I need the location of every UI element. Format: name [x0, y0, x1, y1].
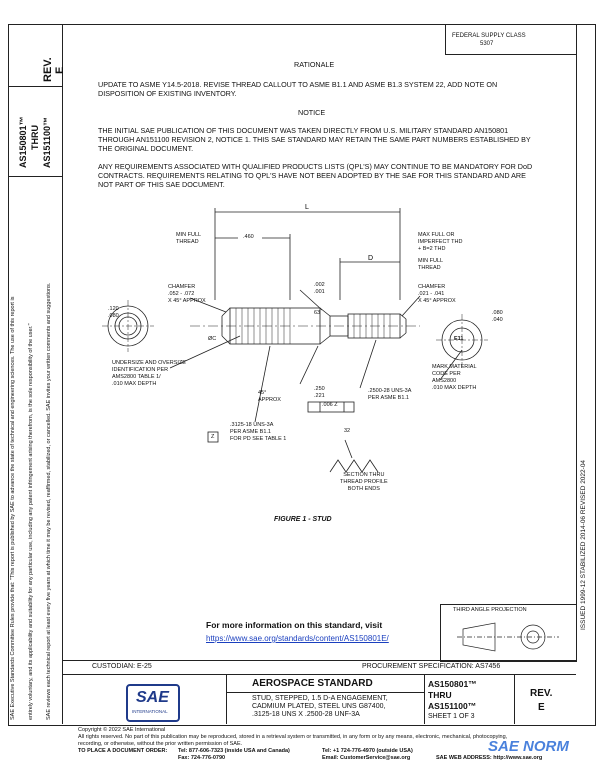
- sheet-number: SHEET 1 OF 3: [428, 713, 475, 720]
- third-angle-label: THIRD ANGLE PROJECTION: [453, 607, 527, 613]
- left-strip-divider: [62, 24, 63, 724]
- dim-460: .460: [243, 234, 254, 240]
- fsc-box-left: [445, 24, 446, 54]
- left-docnum-2: THRU: [30, 125, 40, 150]
- footer-rights-2: recording, or otherwise, without the pri…: [78, 741, 243, 747]
- rationale-heading: RATIONALE: [294, 60, 335, 69]
- footer-order-label: TO PLACE A DOCUMENT ORDER:: [78, 748, 168, 754]
- info-box-heading: For more information on this standard, v…: [206, 620, 383, 630]
- sae-logo-text: SAE: [136, 689, 169, 706]
- left-disclaimer-3: SAE reviews each technical report at lea…: [46, 282, 52, 720]
- section-thru-note: SECTION THRU THREAD PROFILE BOTH ENDS: [340, 472, 388, 492]
- e11-marking: E11: [454, 336, 464, 342]
- chamfer-right: CHAMFER .021 - .041 X 45° APPROX: [418, 284, 456, 304]
- projection-symbol-icon: [457, 622, 559, 652]
- title-docnum-divider: [424, 674, 425, 724]
- left-rev-label: REV.: [42, 57, 54, 82]
- figure-caption: FIGURE 1 - STUD: [274, 516, 332, 523]
- surface-finish-32: 32: [344, 428, 351, 434]
- title-rev-divider: [514, 674, 515, 724]
- runout-tolerance: .002 .001: [314, 282, 325, 295]
- left-disclaimer-1: SAE Executive Standards Committee Rules …: [10, 296, 16, 720]
- dim-c: ØC: [208, 336, 217, 342]
- title-heading: AEROSPACE STANDARD: [252, 678, 373, 689]
- footer-fax: Fax: 724-776-0790: [178, 755, 226, 761]
- title-rev-value: E: [538, 702, 545, 713]
- fsc-box-bottom: [445, 54, 576, 55]
- rationale-body: UPDATE TO ASME Y14.5-2018. REVISE THREAD…: [98, 80, 498, 98]
- title-heading-rule: [226, 692, 424, 693]
- min-full-thread-left: MIN FULL THREAD: [176, 232, 202, 245]
- info-box: For more information on this standard, v…: [196, 612, 432, 652]
- notice-heading: NOTICE: [298, 108, 326, 117]
- title-docnum-1: AS150801™: [428, 679, 477, 689]
- title-desc-2: CADMIUM PLATED, STEEL UNS G87400,: [252, 703, 386, 710]
- left-disclaimer-2: entirely voluntary, and its applicabilit…: [28, 323, 34, 720]
- issue-history: ISSUED 1999-12 STABILIZED 2014-06 REVISE…: [580, 459, 587, 630]
- max-full-imperfect: MAX FULL OR IMPERFECT THD + B=2 THD: [418, 232, 463, 252]
- standard-url-link[interactable]: https://www.sae.org/standards/content/AS…: [206, 634, 389, 643]
- federal-supply-class-value: 5307: [480, 41, 494, 47]
- notice-para-2: ANY REQUIREMENTS ASSOCIATED WITH QUALIFI…: [98, 162, 533, 189]
- third-angle-box: THIRD ANGLE PROJECTION: [440, 604, 577, 662]
- title-top-rule: [62, 674, 576, 675]
- title-logo-divider: [226, 674, 227, 724]
- stud-drawing: L D: [102, 204, 488, 473]
- custodian-top-rule: [62, 660, 576, 661]
- title-desc-1: STUD, STEPPED, 1.5 D-A ENGAGEMENT,: [252, 695, 388, 702]
- mark-material-note: MARK MATERIAL CODE PER AMS2800 .010 MAX …: [432, 364, 477, 391]
- title-docnum-2: THRU: [428, 690, 452, 700]
- undersize-note: UNDERSIZE AND OVERSIZE IDENTIFICATION PE…: [112, 360, 186, 387]
- federal-supply-class-label: FEDERAL SUPPLY CLASS: [452, 33, 526, 39]
- left-rev-divider: [8, 86, 63, 87]
- footer-email: Email: CustomerService@sae.org: [322, 755, 411, 761]
- dim-120: .120 .080: [108, 306, 119, 319]
- title-desc-3: .3125-18 UNS X .2500-28 UNF-3A: [252, 711, 360, 718]
- title-docnum-3: AS151100™: [428, 701, 477, 711]
- dim-080: .080 .040: [492, 310, 503, 323]
- page-frame: [8, 24, 596, 726]
- notice-para-1: THE INITIAL SAE PUBLICATION OF THIS DOCU…: [98, 126, 531, 153]
- thread-large-callout: .3125-18 UNS-3A PER ASME B1.1 FOR PD SEE…: [230, 422, 287, 442]
- right-strip-divider: [576, 24, 577, 636]
- custodian: CUSTODIAN: E-25: [92, 663, 152, 670]
- left-docnum-1: AS150801™: [18, 116, 28, 168]
- chamfer-left: CHAMFER .052 - .072 X 45° APPROX: [168, 284, 206, 304]
- position-tolerance: .006 Z: [322, 402, 338, 408]
- footer-tel-1: Tel: 877-606-7323 (inside USA and Canada…: [178, 748, 290, 754]
- left-docnum-3: AS151100™: [42, 116, 52, 168]
- footer-tel-2: Tel: +1 724-776-4970 (outside USA): [322, 748, 413, 754]
- approx-45: 45° APPROX: [258, 390, 281, 403]
- footer-web: SAE WEB ADDRESS: http://www.sae.org: [436, 755, 543, 761]
- left-docnum-divider: [8, 176, 63, 177]
- min-full-thread-right: MIN FULL THREAD: [418, 258, 444, 271]
- dim-l: L: [305, 204, 309, 211]
- dim-63: 63: [314, 310, 321, 316]
- dim-d: D: [368, 255, 373, 262]
- thread-small-callout: .2500-28 UNS-3A PER ASME B1.1: [368, 388, 412, 401]
- sae-logo: SAE INTERNATIONAL: [126, 684, 180, 722]
- datum-z: Z: [211, 434, 215, 440]
- footer-copyright: Copyright © 2022 SAE International: [78, 727, 166, 733]
- left-rev-value: E: [54, 66, 66, 74]
- title-rev-label: REV.: [530, 688, 553, 699]
- sae-norm-watermark: SAE NORM: [488, 738, 569, 755]
- dim-250: .250 .221: [314, 386, 325, 399]
- procurement-spec: PROCUREMENT SPECIFICATION: AS7456: [362, 663, 501, 670]
- sae-logo-sub: INTERNATIONAL: [132, 709, 168, 714]
- footer-rights: All rights reserved. No part of this pub…: [78, 734, 508, 740]
